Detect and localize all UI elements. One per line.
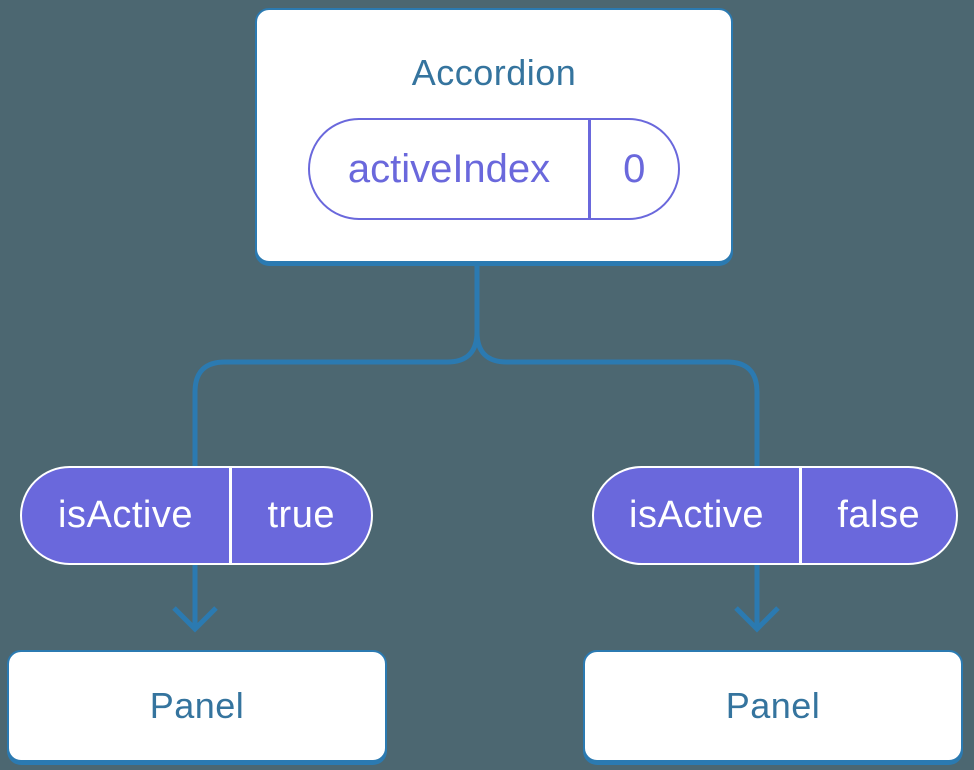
state-pill-activeindex: activeIndex 0: [308, 118, 680, 220]
prop-pill-value: true: [267, 494, 335, 536]
state-pill-label: activeIndex: [347, 146, 551, 191]
prop-pill-isactive-true: isActive true: [20, 466, 373, 565]
prop-pill-divider: [799, 468, 802, 563]
accordion-node-title: Accordion: [411, 52, 577, 93]
prop-pill-label: isActive: [629, 494, 764, 536]
prop-pill-label: isActive: [58, 494, 193, 536]
panel-node-title: Panel: [149, 685, 245, 726]
state-pill-value: 0: [623, 146, 646, 191]
prop-pill-value: false: [837, 494, 921, 536]
prop-pill-divider: [229, 468, 232, 563]
arrowhead-right-icon: [734, 606, 780, 633]
arrowhead-left-icon: [172, 606, 218, 633]
panel-node-left: Panel: [7, 650, 387, 762]
accordion-node: Accordion activeIndex 0: [255, 8, 733, 263]
state-pill-divider: [588, 120, 591, 218]
panel-node-title: Panel: [725, 685, 821, 726]
panel-node-right: Panel: [583, 650, 963, 762]
prop-pill-isactive-false: isActive false: [592, 466, 958, 565]
connector-left-branch: [192, 262, 480, 627]
connector-right-branch: [474, 262, 760, 627]
